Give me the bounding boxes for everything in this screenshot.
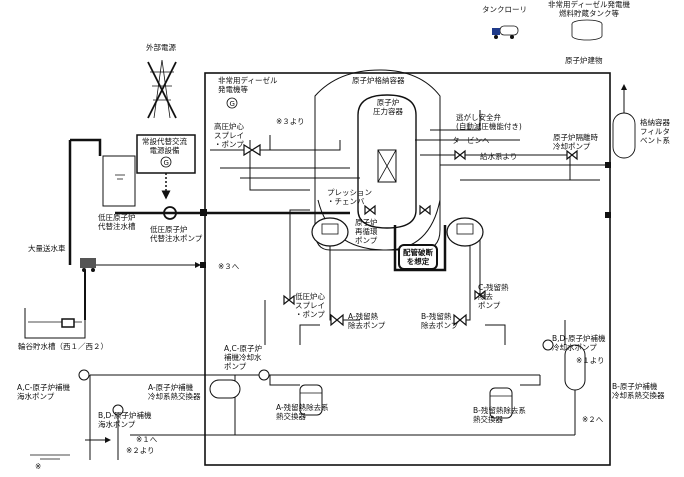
recirc-pump-label: 原子炉 再循環 ポンプ [355,218,378,245]
reservoir-tank [24,308,86,339]
edg-fuel-tank-label: 非常用ディーゼル発電機 燃料貯蔵タンク等 [548,0,630,18]
from-feedwater-label: 給水系より [480,152,518,161]
lpcs-pump-label: 低圧炉心 スプレイ ・ポンプ [295,292,325,319]
edg-label: 非常用ディーゼル 発電機等 [218,76,278,94]
pipe-break-box: 配管破断 を想定 [398,244,438,270]
svg-text:G: G [230,100,235,108]
from-note3-label: ※３より [276,117,305,126]
filter-vent-vessel [612,112,636,159]
a-rhr-hx-label: A-残留熱除去系 熱交換器 [276,403,329,421]
external-power-pylon-icon [147,59,177,119]
ccw-hx-b [564,344,586,391]
seawater-pump-ac [78,369,90,381]
lp-injection-tank-label: 低圧原子炉 代替注水槽 [98,213,136,231]
permanent-ac-generator-icon [160,156,172,168]
ccw-pump-ac [258,369,270,381]
rhr-hx-a [299,384,323,416]
edg-generator-icon [226,97,238,109]
ac-ccw-pump-label: A,C-原子炉 補機冷却水 ポンプ [224,344,262,371]
permanent-ac-label: 常設代替交流 電源設備 [142,137,187,155]
bd-seawater-pump-label: B,D-原子炉補機 海水ポンプ [98,411,152,429]
external-power-label: 外部電源 [146,43,176,52]
bd-ccw-pump-label: B,D-原子炉補機 冷却水ポンプ [552,334,606,352]
from-note1-label: ※１より [576,356,605,365]
seawater-pump-bd [112,404,124,416]
rcic-pump-label: 原子炉隔離時 冷却ポンプ [553,133,598,151]
note-mark: ※ [35,462,42,471]
containment-label: 原子炉格納容器 [352,76,405,85]
rhr-hx-b [489,387,513,419]
ccw-pump-bd [542,339,554,351]
containment-vessel [314,69,441,251]
water-truck-icon [80,258,96,272]
valves [243,143,578,327]
b-rhr-hx-label: B-残留熱除去系 熱交換器 [473,406,526,424]
ccw-hx-a [209,379,241,399]
lp-injection-tank [102,155,136,207]
to-turbine-label: タービンへ [452,136,490,145]
from-note2-label: ※２より [126,446,155,455]
reactor-building-label: 原子炉建物 [565,56,603,65]
rhr-pump-left [311,217,349,247]
to-note3-label: ※３へ [218,262,240,271]
srv-label: 逃がし安全弁 (自動減圧機能付き) [456,113,522,131]
c-rhr-pump-label: C-残留熱 除去 ポンプ [478,283,509,310]
hpcs-pump-label: 高圧炉心 スプレイ ・ポンプ [214,122,244,149]
b-ccw-hx-label: B-原子炉補機 冷却系熱交換器 [612,382,665,400]
a-rhr-pump-label: A-残留熱 除去ポンプ [348,312,386,330]
suppression-chamber-label: プレッション ・チェンバ [327,188,372,206]
filter-vent-label: 格納容器 フィルタ ベント系 [640,118,670,145]
reservoir-label: 輪谷貯水槽（西１／西２） [18,342,108,351]
to-note2-label: ※２へ [582,415,604,424]
reactor-building-outline [204,72,611,466]
fuel-tank-icon [571,19,603,41]
a-ccw-hx-label: A-原子炉補機 冷却系熱交換器 [148,383,201,401]
to-note1-label: ※１へ [136,435,158,444]
svg-text:G: G [164,159,169,167]
ac-seawater-pump-label: A,C-原子炉補機 海水ポンプ [17,383,70,401]
lp-injection-pump-label: 低圧原子炉 代替注水ポンプ [150,225,203,243]
rpv-label: 原子炉 圧力容器 [373,98,403,116]
rhr-pump-right [446,217,484,247]
tank-lorry-label: タンクローリ [482,5,527,14]
b-rhr-pump-label: B-残留熱 除去ポンプ [421,312,459,330]
water-truck-label: 大量送水車 [28,244,66,253]
tank-lorry-icon [492,25,519,39]
